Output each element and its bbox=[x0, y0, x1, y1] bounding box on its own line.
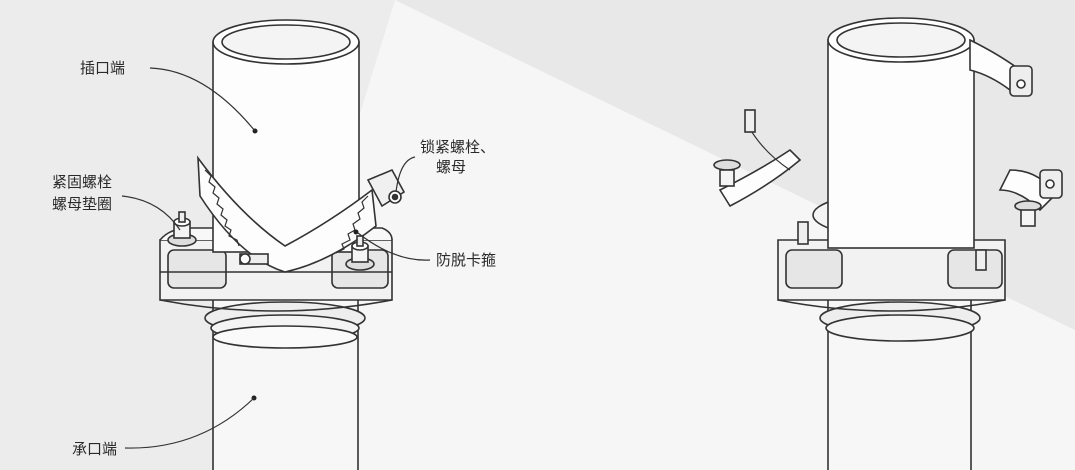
label-lock-bolt-line1: 锁紧螺栓、 bbox=[420, 138, 496, 156]
right-assembly bbox=[713, 17, 1063, 470]
label-clamp-bolt-line2: 螺母垫圈 bbox=[52, 195, 113, 213]
lock-bolt-front bbox=[239, 253, 269, 265]
label-lock-bolt-line2: 螺母 bbox=[436, 158, 467, 176]
anti-slip-band-open-left bbox=[718, 148, 802, 208]
leader-lines bbox=[121, 67, 431, 449]
loose-bolt-right bbox=[1014, 200, 1042, 227]
loose-bolt-left bbox=[713, 109, 756, 187]
label-clamp-bolt-line1: 紧固螺栓 bbox=[52, 173, 113, 191]
label-anti-slip-clip: 防脱卡箍 bbox=[436, 251, 497, 269]
left-assembly bbox=[159, 19, 406, 470]
label-spigot-end: 插口端 bbox=[80, 59, 126, 77]
label-socket-end: 承口端 bbox=[72, 440, 118, 458]
clamp-bolt-right bbox=[345, 235, 375, 271]
